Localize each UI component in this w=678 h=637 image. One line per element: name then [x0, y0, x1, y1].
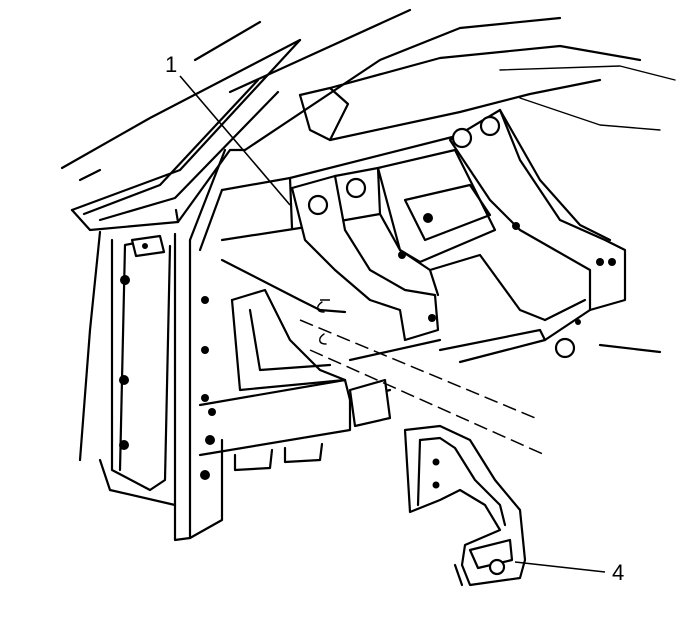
hinge-pillar: [78, 148, 227, 542]
cross-member: [220, 108, 627, 342]
callout-1-label: 1: [165, 52, 177, 77]
install-guide-lines: [299, 299, 546, 456]
upper-cowl-panel: [60, 8, 676, 170]
callout-4-label: 4: [612, 560, 624, 585]
bracket-part-4: [403, 424, 527, 587]
callout-4: 4: [514, 560, 624, 585]
a-pillar: [70, 38, 302, 232]
callout-1: 1: [165, 52, 291, 206]
cross-member-bolts: [307, 115, 616, 359]
lower-structure: [198, 253, 662, 480]
